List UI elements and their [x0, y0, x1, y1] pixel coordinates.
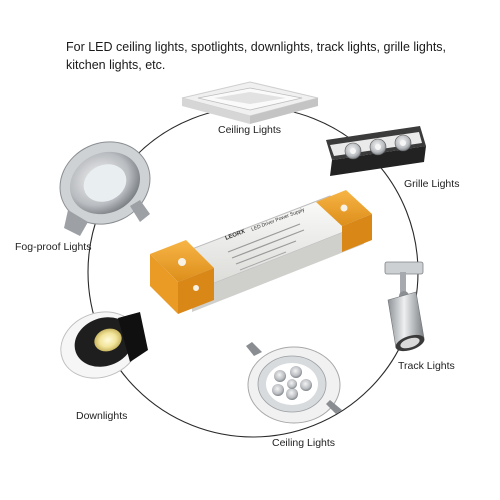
label-grille-lights: Grille Lights [404, 178, 460, 190]
intro-line-2: kitchen lights, etc. [66, 58, 166, 72]
label-ceiling-lights-bottom: Ceiling Lights [272, 437, 336, 449]
intro-text: For LED ceiling lights, spotlights, down… [66, 38, 466, 74]
led-driver-image: LEORX LED Driver Power Supply [150, 190, 372, 314]
label-fog-proof-lights: Fog-proof Lights [15, 241, 92, 253]
downlight-image [60, 311, 148, 379]
fog-proof-light-image [59, 141, 151, 236]
ceiling-panel-light-image [181, 81, 319, 124]
track-light-image [384, 261, 425, 352]
label-downlights: Downlights [76, 410, 128, 422]
ceiling-multi-led-light-image [246, 342, 342, 424]
intro-line-1: For LED ceiling lights, spotlights, down… [66, 40, 447, 54]
label-track-lights: Track Lights [398, 360, 455, 372]
grille-light-image [326, 126, 426, 176]
label-ceiling-lights-top: Ceiling Lights [218, 124, 282, 136]
